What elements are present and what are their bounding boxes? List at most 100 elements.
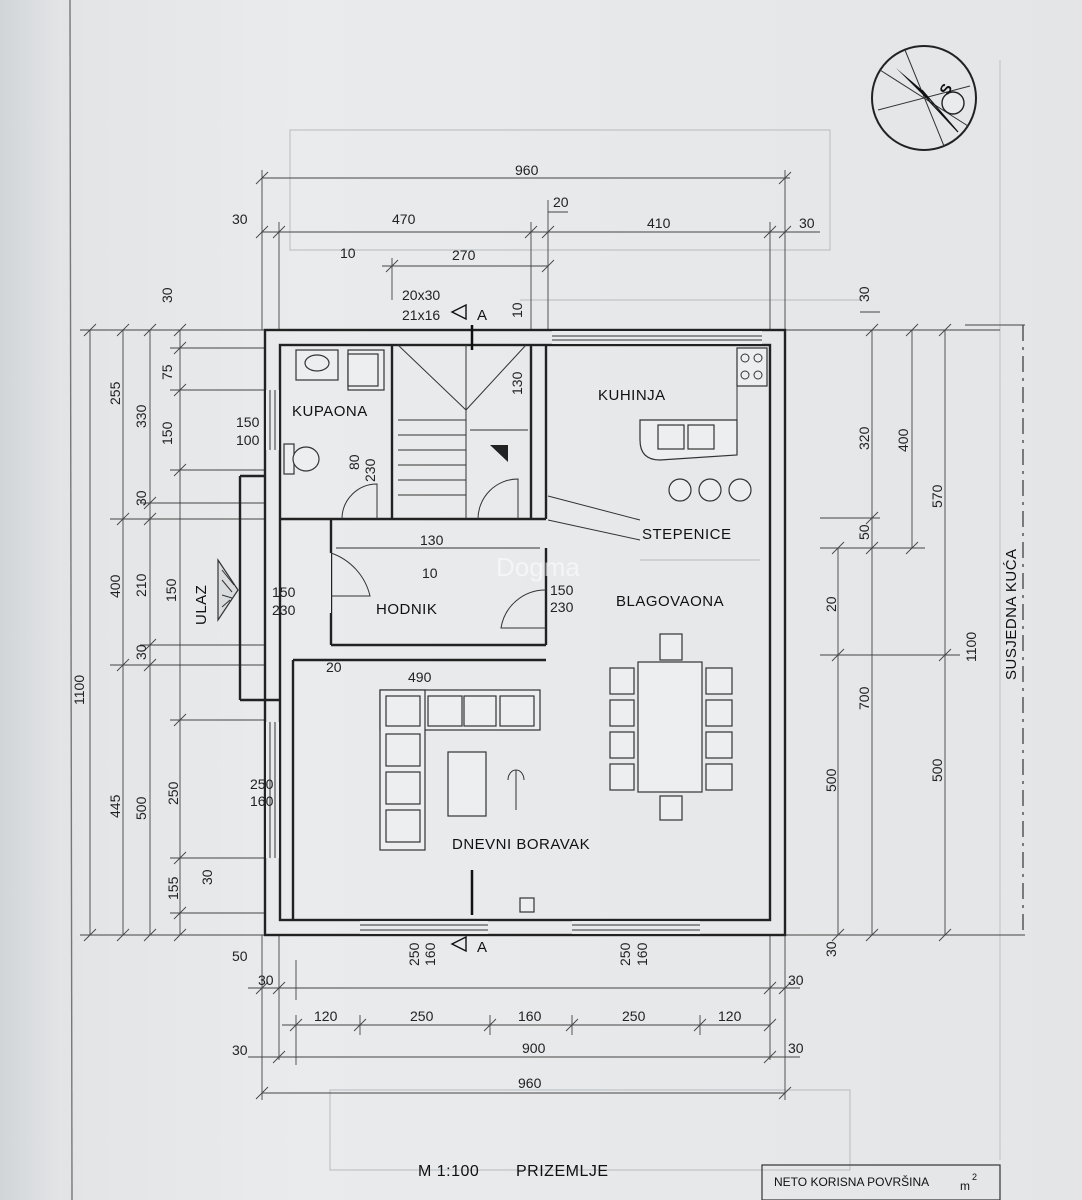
label-entrance: ULAZ xyxy=(193,585,210,625)
dim-right-700: 700 xyxy=(856,686,872,710)
room-label-stairs: STEPENICE xyxy=(642,526,732,543)
dim-left-30-bottom: 30 xyxy=(199,869,215,885)
area-box-unit-sup: 2 xyxy=(972,1172,977,1182)
bleed-through xyxy=(289,129,860,1171)
compass-icon xyxy=(871,45,977,151)
dim-top-470: 470 xyxy=(392,211,416,227)
dim-top-270: 270 xyxy=(452,247,476,263)
windows xyxy=(266,331,762,934)
dim-left-400: 400 xyxy=(107,574,123,598)
dim-bottom-960: 960 xyxy=(518,1075,542,1091)
dim-bottom-120-left: 120 xyxy=(314,1008,338,1024)
dim-left-210: 210 xyxy=(133,573,149,597)
section-mark-bottom: A xyxy=(477,939,488,956)
dim-bottom-30-left: 30 xyxy=(258,972,274,988)
dim-right-50: 50 xyxy=(856,524,872,540)
dim-top-20: 20 xyxy=(553,194,569,210)
dim-right-570: 570 xyxy=(929,484,945,508)
dim-bottom-30-right: 30 xyxy=(788,972,804,988)
dim-bath-door-230: 230 xyxy=(362,458,378,482)
hall-doors xyxy=(321,547,547,629)
dim-left-330: 330 xyxy=(133,404,149,428)
dimension-labels: 960 30 470 20 410 30 10 270 20x30 21x16 … xyxy=(71,162,979,1091)
dim-right-400: 400 xyxy=(895,428,911,452)
dim-hall-10: 10 xyxy=(422,565,438,581)
room-label-bathroom: KUPAONA xyxy=(292,403,368,420)
dim-bottom-window1-250: 250 xyxy=(406,942,422,966)
dim-stair-130: 130 xyxy=(509,371,525,395)
room-label-kitchen: KUHINJA xyxy=(598,387,666,404)
dim-bottom-30c: 30 xyxy=(232,1042,248,1058)
room-labels: KUPAONA KUHINJA STEPENICE BLAGOVAONA HOD… xyxy=(193,81,1020,956)
dim-bath-window-100: 100 xyxy=(236,432,260,448)
dim-left-30a: 30 xyxy=(133,490,149,506)
room-label-hall: HODNIK xyxy=(376,601,437,618)
dim-top-30-left: 30 xyxy=(232,211,248,227)
dim-stair-20x30: 20x30 xyxy=(402,287,440,303)
dim-left-150a: 150 xyxy=(159,421,175,445)
label-neighbor-house: SUSJEDNA KUĆA xyxy=(1003,548,1020,680)
dim-bottom-900: 900 xyxy=(522,1040,546,1056)
dim-dining-door-230: 230 xyxy=(550,599,574,615)
watermark: Dogma xyxy=(496,552,580,582)
section-line-a xyxy=(450,303,474,953)
dim-left-500: 500 xyxy=(133,796,149,820)
dim-bottom-window1-160: 160 xyxy=(422,942,438,966)
area-box xyxy=(761,1164,1001,1200)
dim-top-960: 960 xyxy=(515,162,539,178)
dim-dining-door-150: 150 xyxy=(550,582,574,598)
dim-left-30b: 30 xyxy=(133,644,149,660)
dim-right-1100: 1100 xyxy=(963,632,979,662)
dim-top-410: 410 xyxy=(647,215,671,231)
dim-right-320: 320 xyxy=(856,426,872,450)
entrance-arrow-icon xyxy=(217,558,239,622)
dim-left-255: 255 xyxy=(107,381,123,405)
dim-hall-130: 130 xyxy=(420,532,444,548)
staircase xyxy=(397,344,528,520)
walls xyxy=(238,328,787,937)
area-box-label: NETO KORISNA POVRŠINA xyxy=(774,1174,929,1189)
dim-bath-door-80: 80 xyxy=(346,454,362,470)
scale-label: M 1:100 xyxy=(418,1163,479,1180)
dim-left-445: 445 xyxy=(107,794,123,818)
footer: M 1:100 PRIZEMLJE NETO KORISNA POVRŠINA … xyxy=(418,1163,1001,1200)
dim-bath-window-150: 150 xyxy=(236,414,260,430)
dim-left-250: 250 xyxy=(165,781,181,805)
dim-right-500a: 500 xyxy=(823,768,839,792)
dim-left-75: 75 xyxy=(159,364,175,380)
floor-label: PRIZEMLJE xyxy=(516,1163,609,1180)
sofa xyxy=(379,689,541,851)
room-label-living: DNEVNI BORAVAK xyxy=(452,836,590,853)
page-edge-line xyxy=(69,0,73,1200)
dim-left-155: 155 xyxy=(165,876,181,900)
dim-bottom-50: 50 xyxy=(232,948,248,964)
dimension-lines xyxy=(80,170,1025,1100)
dim-left-window-160: 160 xyxy=(250,793,274,809)
area-box-unit: m xyxy=(960,1179,970,1193)
dim-bottom-250-left: 250 xyxy=(410,1008,434,1024)
dim-top-30-right: 30 xyxy=(799,215,815,231)
dim-right-20: 20 xyxy=(823,596,839,612)
section-mark-top: A xyxy=(477,307,488,324)
dim-right-500b: 500 xyxy=(929,758,945,782)
dim-hall-door-150: 150 xyxy=(272,584,296,600)
coffee-table xyxy=(447,751,487,817)
dim-left-150b: 150 xyxy=(163,578,179,602)
dining-table xyxy=(609,633,733,821)
dim-bottom-window2-250: 250 xyxy=(617,942,633,966)
dim-bottom-120-right: 120 xyxy=(718,1008,742,1024)
dim-bottom-window2-160: 160 xyxy=(634,942,650,966)
dim-left-window-250: 250 xyxy=(250,776,274,792)
dim-left-30-top: 30 xyxy=(159,287,175,303)
dim-corner-20: 20 xyxy=(326,659,342,675)
room-label-dining: BLAGOVAONA xyxy=(616,593,724,610)
fireplace xyxy=(519,897,535,913)
dim-stair-21x16: 21x16 xyxy=(402,307,440,323)
dim-right-30-top: 30 xyxy=(856,286,872,302)
dim-bottom-30d: 30 xyxy=(788,1040,804,1056)
kitchen-fixtures xyxy=(547,347,768,541)
tv-stand xyxy=(507,769,525,810)
dim-stair-10: 10 xyxy=(509,302,525,318)
